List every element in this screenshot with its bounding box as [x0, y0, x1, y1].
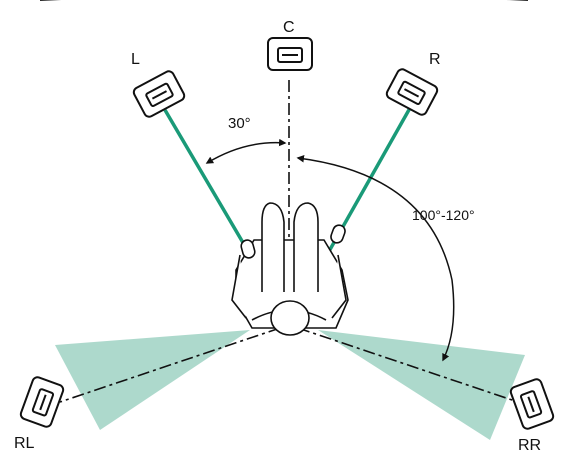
- angle-arc-100-120: [296, 155, 455, 362]
- speaker-center: [267, 37, 313, 71]
- rear-left-axis-line: [59, 327, 281, 403]
- listener-figure: [231, 202, 349, 336]
- speaker-rear-right: [509, 378, 555, 430]
- speaker-rear-left: [19, 376, 65, 428]
- angle-arc-30: [205, 138, 287, 164]
- cone-rear-left: [55, 330, 250, 430]
- speaker-right: [385, 68, 439, 116]
- speaker-label-center: C: [283, 19, 295, 36]
- rear-right-axis-line: [297, 327, 519, 403]
- speaker-label-rear-left: RL: [14, 435, 35, 452]
- speaker-left: [132, 70, 186, 118]
- cone-rear-right: [318, 330, 525, 440]
- speaker-label-left: L: [131, 51, 140, 68]
- speaker-label-rear-right: RR: [518, 437, 541, 454]
- speaker-label-right: R: [429, 51, 441, 68]
- angle-label-surround: 100°-120°: [412, 207, 475, 223]
- angle-label-front: 30°: [228, 115, 251, 132]
